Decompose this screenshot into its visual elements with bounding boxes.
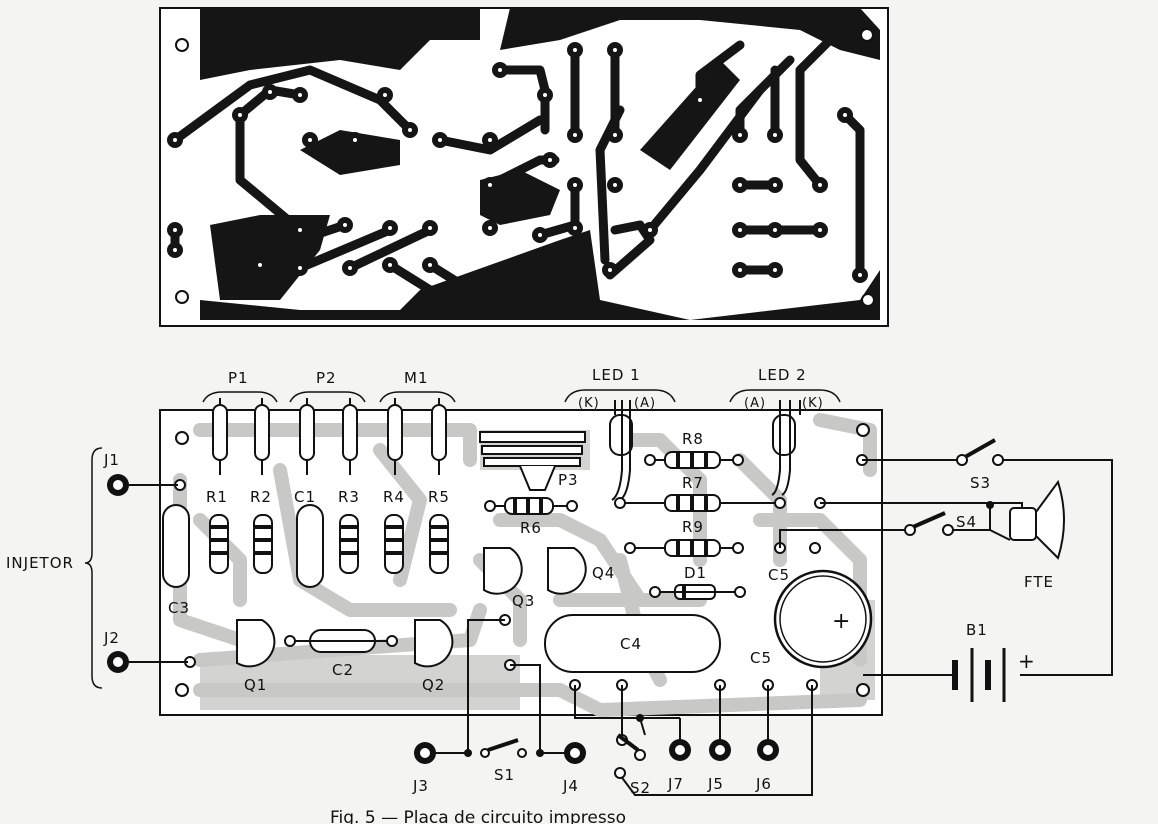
c4-capacitor [544, 614, 721, 673]
label-k2: (K) [802, 396, 824, 411]
label-c5-plus: + [832, 609, 851, 634]
label-injetor: INJETOR [6, 554, 74, 572]
injetor-brace [84, 447, 103, 689]
copper-pads [167, 42, 868, 283]
label-j4: J4 [562, 777, 579, 795]
copper-diag-fill [640, 60, 740, 170]
copper-right-top-fill [500, 8, 880, 60]
resistor-bands [211, 525, 447, 555]
component-pads [174, 454, 868, 691]
label-r5: R5 [428, 488, 450, 506]
b1-battery [940, 648, 1006, 702]
label-r6: R6 [520, 519, 542, 537]
label-r7: R7 [682, 474, 704, 492]
label-j2: J2 [103, 629, 120, 647]
figure-caption: Fig. 5 — Placa de circuito impresso [330, 808, 626, 824]
copper-top-fill [200, 8, 480, 80]
label-m1: M1 [404, 369, 429, 387]
label-r3: R3 [338, 488, 360, 506]
label-c3: C3 [168, 599, 190, 617]
input-jacks [84, 447, 188, 689]
label-q2: Q2 [422, 676, 445, 694]
label-c5b: C5 [750, 649, 772, 667]
top-mounting-holes [175, 28, 875, 307]
output-jacks [414, 739, 779, 764]
copper-bottom-right-fill [200, 230, 880, 320]
c1-capacitor [296, 504, 324, 588]
label-k1: (K) [578, 396, 600, 411]
trimmer-leads [219, 398, 440, 475]
label-led1: LED 1 [592, 366, 641, 384]
label-fte: FTE [1024, 573, 1054, 591]
component-layout: P1 P2 M1 LED 1 LED 2 (K) (A) (A) (K) R1 … [6, 366, 1113, 824]
label-s1: S1 [494, 766, 515, 784]
vertical-resistors [209, 514, 449, 574]
label-p1: P1 [228, 369, 249, 387]
label-led2: LED 2 [758, 366, 807, 384]
label-c5a: C5 [768, 566, 790, 584]
label-q1: Q1 [244, 676, 267, 694]
label-r2: R2 [250, 488, 272, 506]
label-j7: J7 [667, 775, 684, 793]
label-s4: S4 [956, 513, 977, 531]
label-r8: R8 [682, 430, 704, 448]
s3-switch [956, 438, 1004, 466]
label-a2: (A) [744, 396, 766, 411]
label-c2: C2 [332, 661, 354, 679]
label-q3: Q3 [512, 592, 535, 610]
c5-electrolytic [773, 569, 873, 669]
label-q4: Q4 [592, 564, 615, 582]
label-b1: B1 [966, 621, 988, 639]
bottom-mounting-holes [175, 423, 870, 697]
copper-layout [159, 7, 889, 327]
label-s2: S2 [630, 779, 651, 797]
label-a1: (A) [634, 396, 656, 411]
label-d1: D1 [684, 564, 707, 582]
c3-capacitor [162, 504, 190, 588]
horizontal-resistor-bands [513, 453, 708, 555]
label-r4: R4 [383, 488, 405, 506]
label-r1: R1 [206, 488, 228, 506]
s4-switch [904, 501, 994, 536]
component-labels: P1 P2 M1 LED 1 LED 2 (K) (A) (A) (K) R1 … [6, 366, 1054, 797]
p3-trimmer [479, 431, 586, 491]
wiring [433, 459, 1113, 796]
label-s3: S3 [970, 474, 991, 492]
s1-switch [464, 738, 544, 758]
label-c1: C1 [294, 488, 316, 506]
label-r9: R9 [682, 518, 704, 536]
c5-electrolytic-inner [779, 575, 867, 663]
label-j5: J5 [707, 775, 724, 793]
label-j3: J3 [412, 777, 429, 795]
s2-switch [614, 714, 646, 779]
led-leads [611, 400, 801, 501]
label-battery-plus: + [1018, 649, 1036, 673]
bracket-lines [202, 389, 841, 403]
label-p3: P3 [558, 471, 579, 489]
label-c4: C4 [620, 635, 642, 653]
transistors [236, 547, 587, 668]
label-j1: J1 [103, 451, 120, 469]
label-j6: J6 [755, 775, 772, 793]
label-p2: P2 [316, 369, 337, 387]
fte-speaker [1009, 479, 1065, 560]
copper-mid-fill [300, 130, 400, 175]
